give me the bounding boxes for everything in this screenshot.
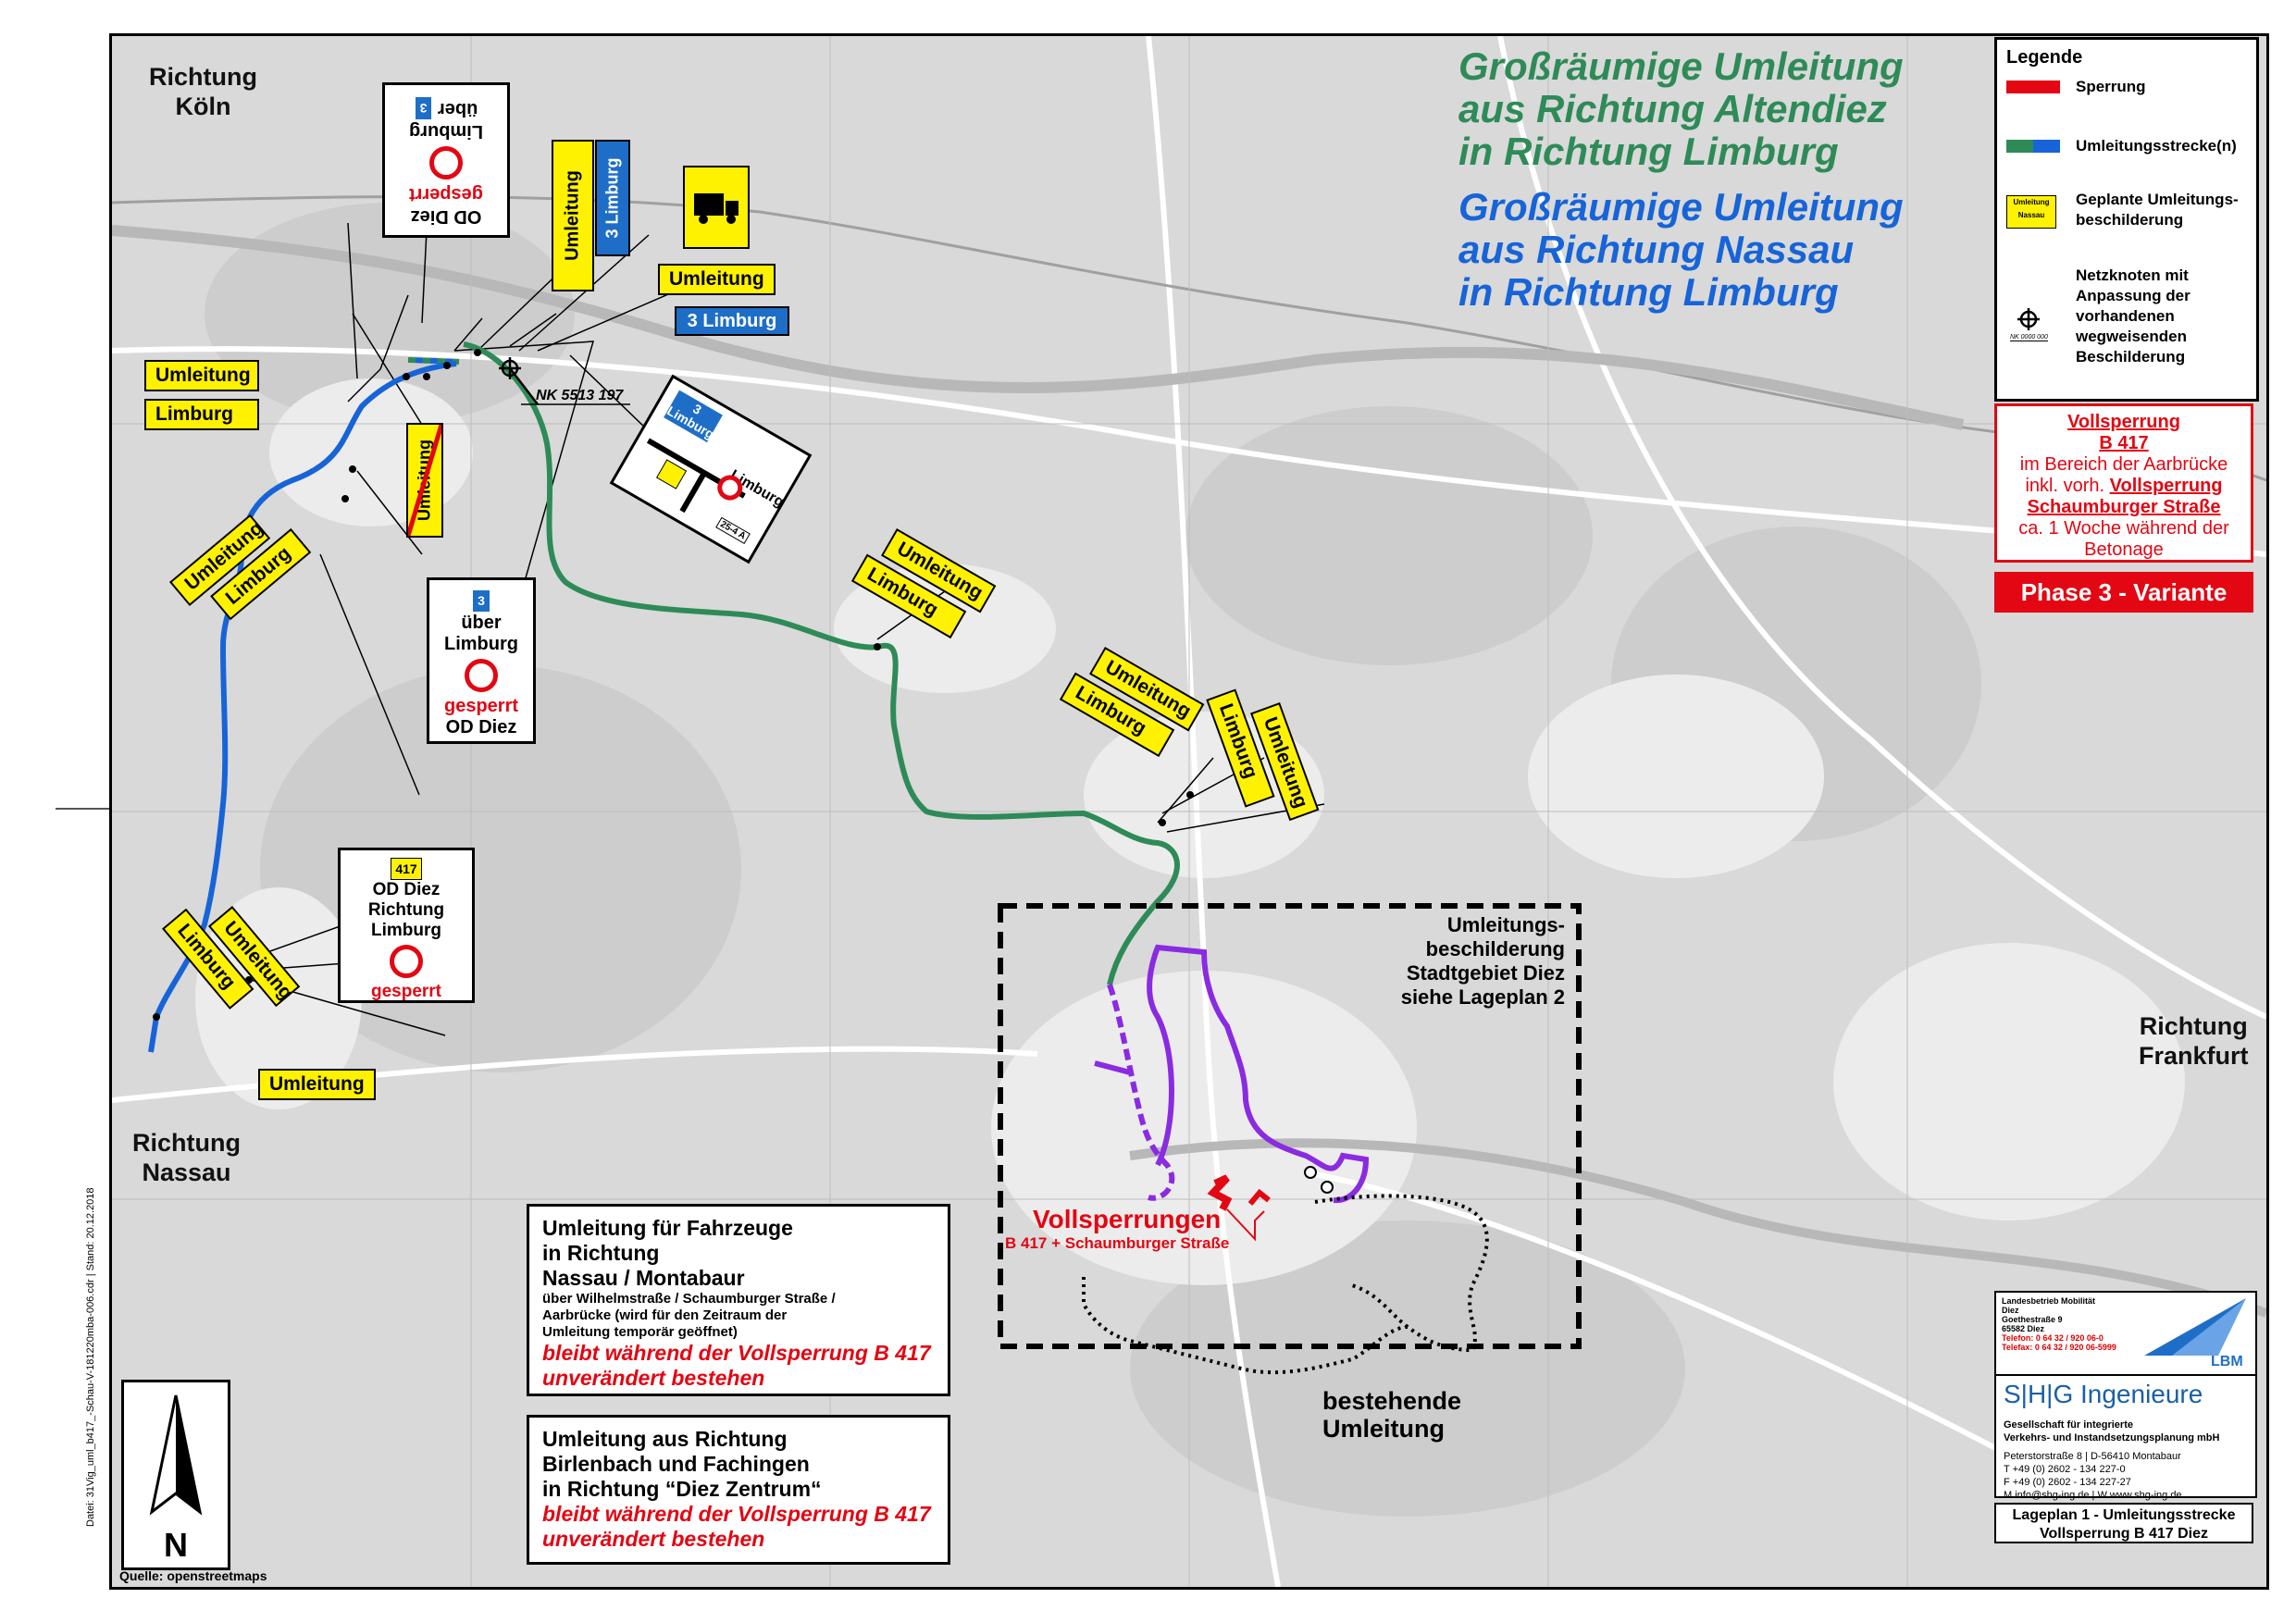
phase-label: Phase 3 - Variante — [1994, 572, 2253, 613]
sign-umleitung-bottom: Umleitung — [258, 1069, 376, 1100]
legend-netzknoten: Netzknoten mit Anpassung der vorhandenen… — [2076, 266, 2191, 365]
map-canvas[interactable]: NK 5513 197 — [112, 36, 2266, 1587]
legend-crosshair-icon — [2017, 308, 2040, 330]
purple-route — [1147, 944, 1370, 1204]
sign-limburg-left1: Limburg — [144, 399, 259, 430]
green-route — [463, 341, 1180, 985]
legend-swatch-red — [2006, 81, 2060, 93]
river-lahn — [112, 225, 1965, 430]
route-nodes — [1304, 1166, 1334, 1194]
lbm-logo-icon — [2144, 1298, 2246, 1356]
existing-detour-dotted — [1082, 1194, 1489, 1375]
truck-icon — [694, 193, 738, 224]
legend-title: Legende — [2006, 47, 2083, 68]
legend-umleitungsstrecke: Umleitungsstrecke(n) — [2076, 137, 2237, 155]
north-arrow-icon — [149, 1394, 203, 1516]
sign-limburg-3-vertical: 3 Limburg — [595, 140, 630, 256]
shg-block: S|H|G Ingenieure Gesellschaft für integr… — [1994, 1374, 2257, 1501]
sign-umleitung-vertical: Umleitung — [552, 140, 594, 291]
file-info: Datei: 31Vig_uml_b417_-Schau-V-181220mba… — [85, 1187, 96, 1527]
sign-limburg-3: 3 Limburg — [675, 306, 789, 336]
sign-umleitung-crossed: Umleitung — [406, 423, 443, 538]
vollsperrungen-label: Vollsperrungen B 417 + Schaumburger Stra… — [1005, 1205, 1230, 1253]
map-grid — [112, 36, 2266, 1587]
legend: Legende Sperrung Umleitungsstrecke(n) Um… — [1994, 37, 2259, 402]
purple-route-dashed — [1107, 984, 1175, 1201]
north-arrow: N — [121, 1380, 230, 1570]
legend-beschilderung: Geplante Umleitungs-beschilderung — [2076, 191, 2239, 229]
node-label: NK 5513 197 — [536, 388, 624, 403]
closure-info-box: Vollsperrung B 417 im Bereich der Aarbrü… — [1994, 403, 2253, 563]
legend-sperrung: Sperrung — [2076, 78, 2146, 95]
network-node-crosshair — [499, 357, 539, 405]
junction-icon — [646, 438, 746, 514]
closure-schaumburger — [1247, 1188, 1271, 1206]
fold-mark — [56, 808, 109, 810]
source-label: Quelle: openstreetmaps — [119, 1568, 267, 1583]
stadtgebiet-box — [998, 903, 1582, 1349]
legend-swatch-green — [2006, 140, 2033, 153]
river-aar — [1129, 1138, 2266, 1318]
sign-umleitung-left1: Umleitung — [144, 360, 259, 391]
sign-umleitung-arrow-left: Umleitung — [658, 264, 776, 295]
legend-swatch-blue — [2033, 140, 2060, 153]
closure-b417 — [1207, 1174, 1233, 1211]
sign-truck — [683, 166, 750, 249]
